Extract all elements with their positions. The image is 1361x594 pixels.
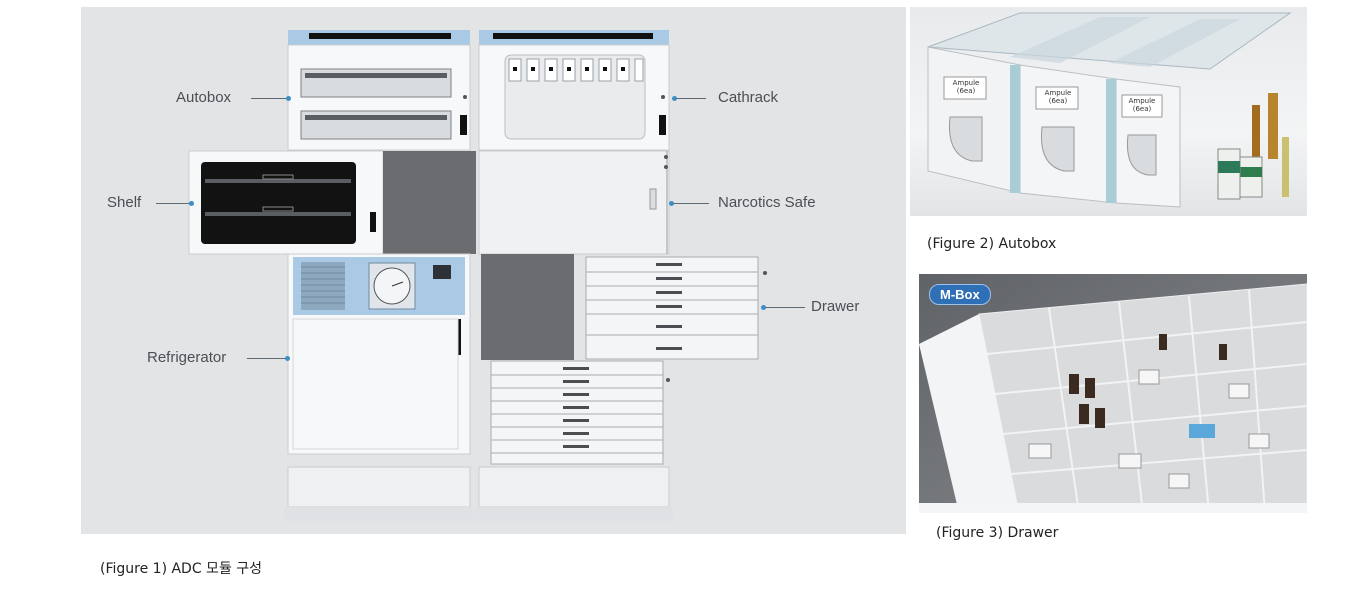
m-box-badge: M-Box — [929, 284, 991, 305]
figure-1-adc-modules: Autobox Cathrack Shelf Narcotics Safe Dr… — [81, 7, 906, 534]
label-refrigerator: Refrigerator — [147, 349, 227, 366]
figure-2-caption: (Figure 2) Autobox — [927, 236, 1057, 252]
drawer-leader-line — [765, 307, 805, 308]
autobox-leader-line — [251, 98, 289, 99]
cathrack-leader-dot — [672, 96, 677, 101]
refrigerator-leader-line — [247, 358, 287, 359]
figure-3-drawer-photo: M-Box — [919, 274, 1307, 513]
narcotics-safe-leader-dot — [669, 201, 674, 206]
autobox-illustration — [927, 12, 1292, 208]
shelf-leader-dot — [189, 201, 194, 206]
shelf-leader-line — [156, 203, 192, 204]
figure-2-autobox-photo: Ampule (6ea) Ampule (6ea) Ampule (6ea) — [910, 7, 1307, 216]
adc-cabinet-illustration — [188, 30, 767, 521]
refrigerator-leader-dot — [285, 356, 290, 361]
label-autobox: Autobox — [176, 89, 232, 106]
cathrack-leader-line — [676, 98, 706, 99]
drawer-illustration — [919, 274, 1307, 513]
figure-1-caption: (Figure 1) ADC 모듈 구성 — [100, 561, 263, 577]
label-drawer: Drawer — [811, 298, 860, 315]
figure-3-caption: (Figure 3) Drawer — [936, 525, 1059, 541]
box-label-1: Ampule (6ea) — [952, 79, 980, 95]
box-label-2: Ampule (6ea) — [1044, 89, 1072, 105]
autobox-leader-dot — [286, 96, 291, 101]
narcotics-safe-leader-line — [673, 203, 709, 204]
label-narcotics-safe: Narcotics Safe — [718, 194, 816, 211]
label-shelf: Shelf — [107, 194, 142, 211]
box-label-3: Ampule (6ea) — [1128, 97, 1156, 113]
drawer-leader-dot — [761, 305, 766, 310]
label-cathrack: Cathrack — [718, 89, 779, 106]
